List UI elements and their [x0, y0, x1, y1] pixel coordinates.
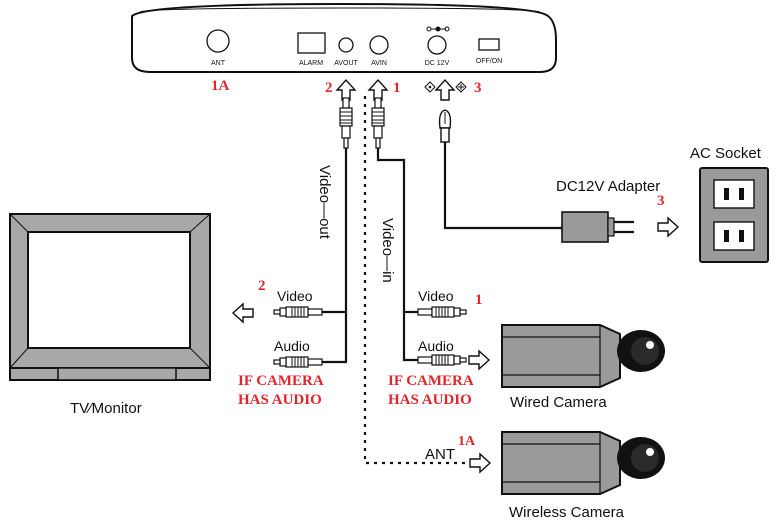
- marker-2-tv: 2: [258, 278, 266, 294]
- tv-monitor-label: TV∕Monitor: [70, 400, 142, 417]
- ac-plug-arrow: [657, 217, 679, 237]
- video-out-label: Video—out: [316, 165, 333, 240]
- alarm-port[interactable]: [297, 32, 326, 54]
- avout-up-arrow: [336, 79, 356, 101]
- video-left-label: Video: [277, 288, 313, 304]
- marker-3-top: 3: [474, 80, 482, 96]
- wired-camera-arrow: [468, 350, 490, 370]
- marker-3-adapter: 3: [657, 193, 665, 209]
- if-camera-left-2: HAS AUDIO: [238, 392, 322, 408]
- avin-port[interactable]: [369, 35, 389, 55]
- power-switch[interactable]: [478, 38, 500, 51]
- avout-plug: [339, 97, 353, 149]
- dc-adapter: [561, 211, 634, 243]
- tv-monitor: [9, 213, 211, 381]
- wireless-camera-label: Wireless Camera: [509, 504, 625, 521]
- ant-port-label: ANT: [211, 60, 226, 67]
- video-right-plug: [417, 306, 467, 318]
- marker-1-video: 1: [475, 292, 483, 308]
- receiver-device: ANT ALARM AVOUT AVIN DC 12V OFF/ON: [131, 2, 557, 73]
- dc-adapter-label: DC12V Adapter: [556, 178, 660, 195]
- offon-label: OFF/ON: [476, 58, 502, 65]
- avin-plug: [371, 97, 385, 149]
- ant-label: ANT: [425, 446, 455, 463]
- dc-barrel-plug: [438, 109, 452, 143]
- video-left-plug: [273, 306, 323, 318]
- audio-right-plug: [417, 354, 467, 366]
- dc12v-port[interactable]: [427, 35, 447, 55]
- dc-polarity-icon: [426, 26, 450, 32]
- alarm-port-label: ALARM: [299, 60, 323, 67]
- if-camera-right-2: HAS AUDIO: [388, 392, 472, 408]
- marker-1a-ant: 1A: [458, 434, 476, 449]
- avout-port-label: AVOUT: [334, 60, 358, 67]
- wired-camera-label: Wired Camera: [510, 394, 607, 411]
- ant-port[interactable]: [206, 29, 230, 53]
- audio-left-label: Audio: [274, 338, 310, 354]
- tv-input-arrow: [232, 303, 254, 323]
- dc-up-arrow: [435, 79, 455, 101]
- avin-up-arrow: [368, 79, 388, 101]
- avout-port[interactable]: [338, 37, 354, 53]
- video-right-label: Video: [418, 288, 454, 304]
- marker-2-top: 2: [325, 80, 333, 96]
- avin-port-label: AVIN: [371, 60, 387, 67]
- cables: [322, 96, 562, 465]
- wireless-camera-arrow: [469, 453, 491, 473]
- marker-1a-top: 1A: [211, 78, 230, 94]
- dc12v-port-label: DC 12V: [425, 60, 450, 67]
- if-camera-right-1: IF CAMERA: [388, 373, 474, 389]
- wired-camera: [501, 324, 665, 388]
- audio-left-plug: [273, 356, 323, 368]
- marker-1-top: 1: [393, 80, 401, 96]
- if-camera-left-1: IF CAMERA: [238, 373, 324, 389]
- video-in-label: Video—in: [379, 218, 396, 283]
- ac-socket: [699, 167, 769, 263]
- wireless-camera: [501, 431, 665, 495]
- audio-right-label: Audio: [418, 338, 454, 354]
- ac-socket-label: AC Socket: [690, 145, 762, 162]
- polarity-symbol-icon: [424, 81, 467, 93]
